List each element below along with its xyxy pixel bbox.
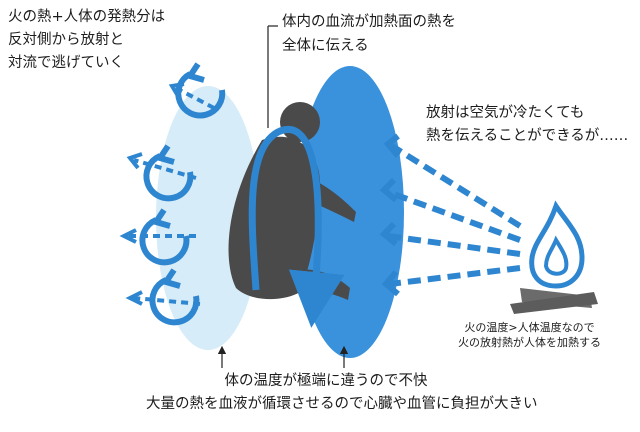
- swirl-arrow-icon: [125, 268, 201, 326]
- blood-flow-line-2: 全体に伝える: [282, 38, 369, 54]
- radiation-arrows: [386, 143, 522, 287]
- campfire-icon: [510, 200, 598, 314]
- dashed-arrow-icon: [386, 189, 522, 243]
- radiation-arrowheads: [379, 133, 401, 297]
- blood-flow-line-1: 体内の血流が加熱面の熱を: [282, 14, 456, 30]
- radiation-line-2: 熱を伝えることができるが……: [426, 128, 629, 144]
- discomfort-line-1: 体の温度が極端に違うので不快: [224, 373, 428, 389]
- heat-escape-line-1: 火の熱+人体の発熱分は: [8, 9, 166, 25]
- blood-flow-note: 体内の血流が加熱面の熱を 全体に伝える: [282, 10, 456, 58]
- radiation-note: 放射は空気が冷たくても 熱を伝えることができるが……: [426, 102, 628, 148]
- blood-flow-arrow: [248, 126, 345, 328]
- heat-escape-line-3: 対流で逃げていく: [8, 55, 124, 71]
- swirl-arrow-icon: [168, 62, 226, 119]
- leader-lines: [217, 25, 349, 368]
- heat-escape-line-2: 反対側から放射と: [8, 32, 124, 48]
- fire-line-2: 火の放射熱が人体を加熱する: [458, 336, 601, 349]
- fire-note: 火の温度>人体温度なので 火の放射熱が人体を加熱する: [458, 320, 601, 350]
- swirl-arrows: [119, 62, 226, 326]
- dashed-arrow-icon: [390, 143, 522, 229]
- swirl-arrow-icon: [126, 144, 197, 202]
- back-side-ellipse: [156, 86, 260, 350]
- dashed-arrow-icon: [389, 265, 521, 287]
- heat-escape-note: 火の熱+人体の発熱分は 反対側から放射と 対流で逃げていく: [8, 6, 165, 75]
- fire-line-1: 火の温度>人体温度なので: [464, 321, 595, 334]
- swirl-arrow-icon: [119, 208, 196, 266]
- dashed-arrow-icon: [387, 233, 521, 257]
- discomfort-line-2: 大量の熱を血液が循環させるので心臓や血管に負担が大きい: [146, 396, 538, 412]
- radiation-line-1: 放射は空気が冷たくても: [426, 105, 585, 121]
- discomfort-note: 体の温度が極端に違うので不快 大量の熱を血液が循環させるので心臓や血管に負担が大…: [146, 370, 538, 416]
